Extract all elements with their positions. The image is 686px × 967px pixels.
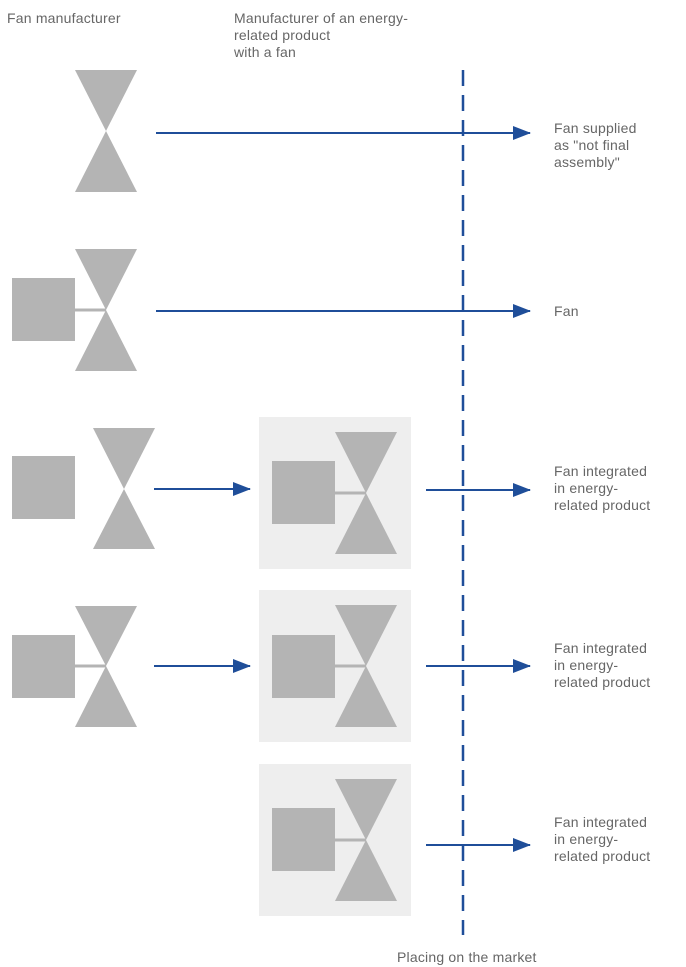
energy-related-product-box-icon <box>259 590 411 742</box>
outcome-label-row-1: Fan supplied as "not final assembly" <box>554 120 637 170</box>
header-product-manufacturer: Manufacturer of an energy- related produ… <box>234 10 409 60</box>
outcome-label-row-3: Fan integrated in energy- related produc… <box>554 463 651 513</box>
outcome-label-row-5: Fan integrated in energy- related produc… <box>554 814 651 864</box>
fan-with-motor-icon <box>12 606 137 727</box>
fan-icon <box>75 70 137 192</box>
energy-related-product-box-icon <box>259 417 411 569</box>
fan-with-motor-icon <box>12 249 137 371</box>
header-fan-manufacturer: Fan manufacturer <box>7 10 121 26</box>
outcome-label-row-2: Fan <box>554 303 579 319</box>
outcome-label-row-4: Fan integrated in energy- related produc… <box>554 640 651 690</box>
motor-and-fan-separate-icon <box>12 428 155 549</box>
energy-related-product-box-icon <box>259 764 411 916</box>
placing-on-market-label: Placing on the market <box>397 949 537 965</box>
